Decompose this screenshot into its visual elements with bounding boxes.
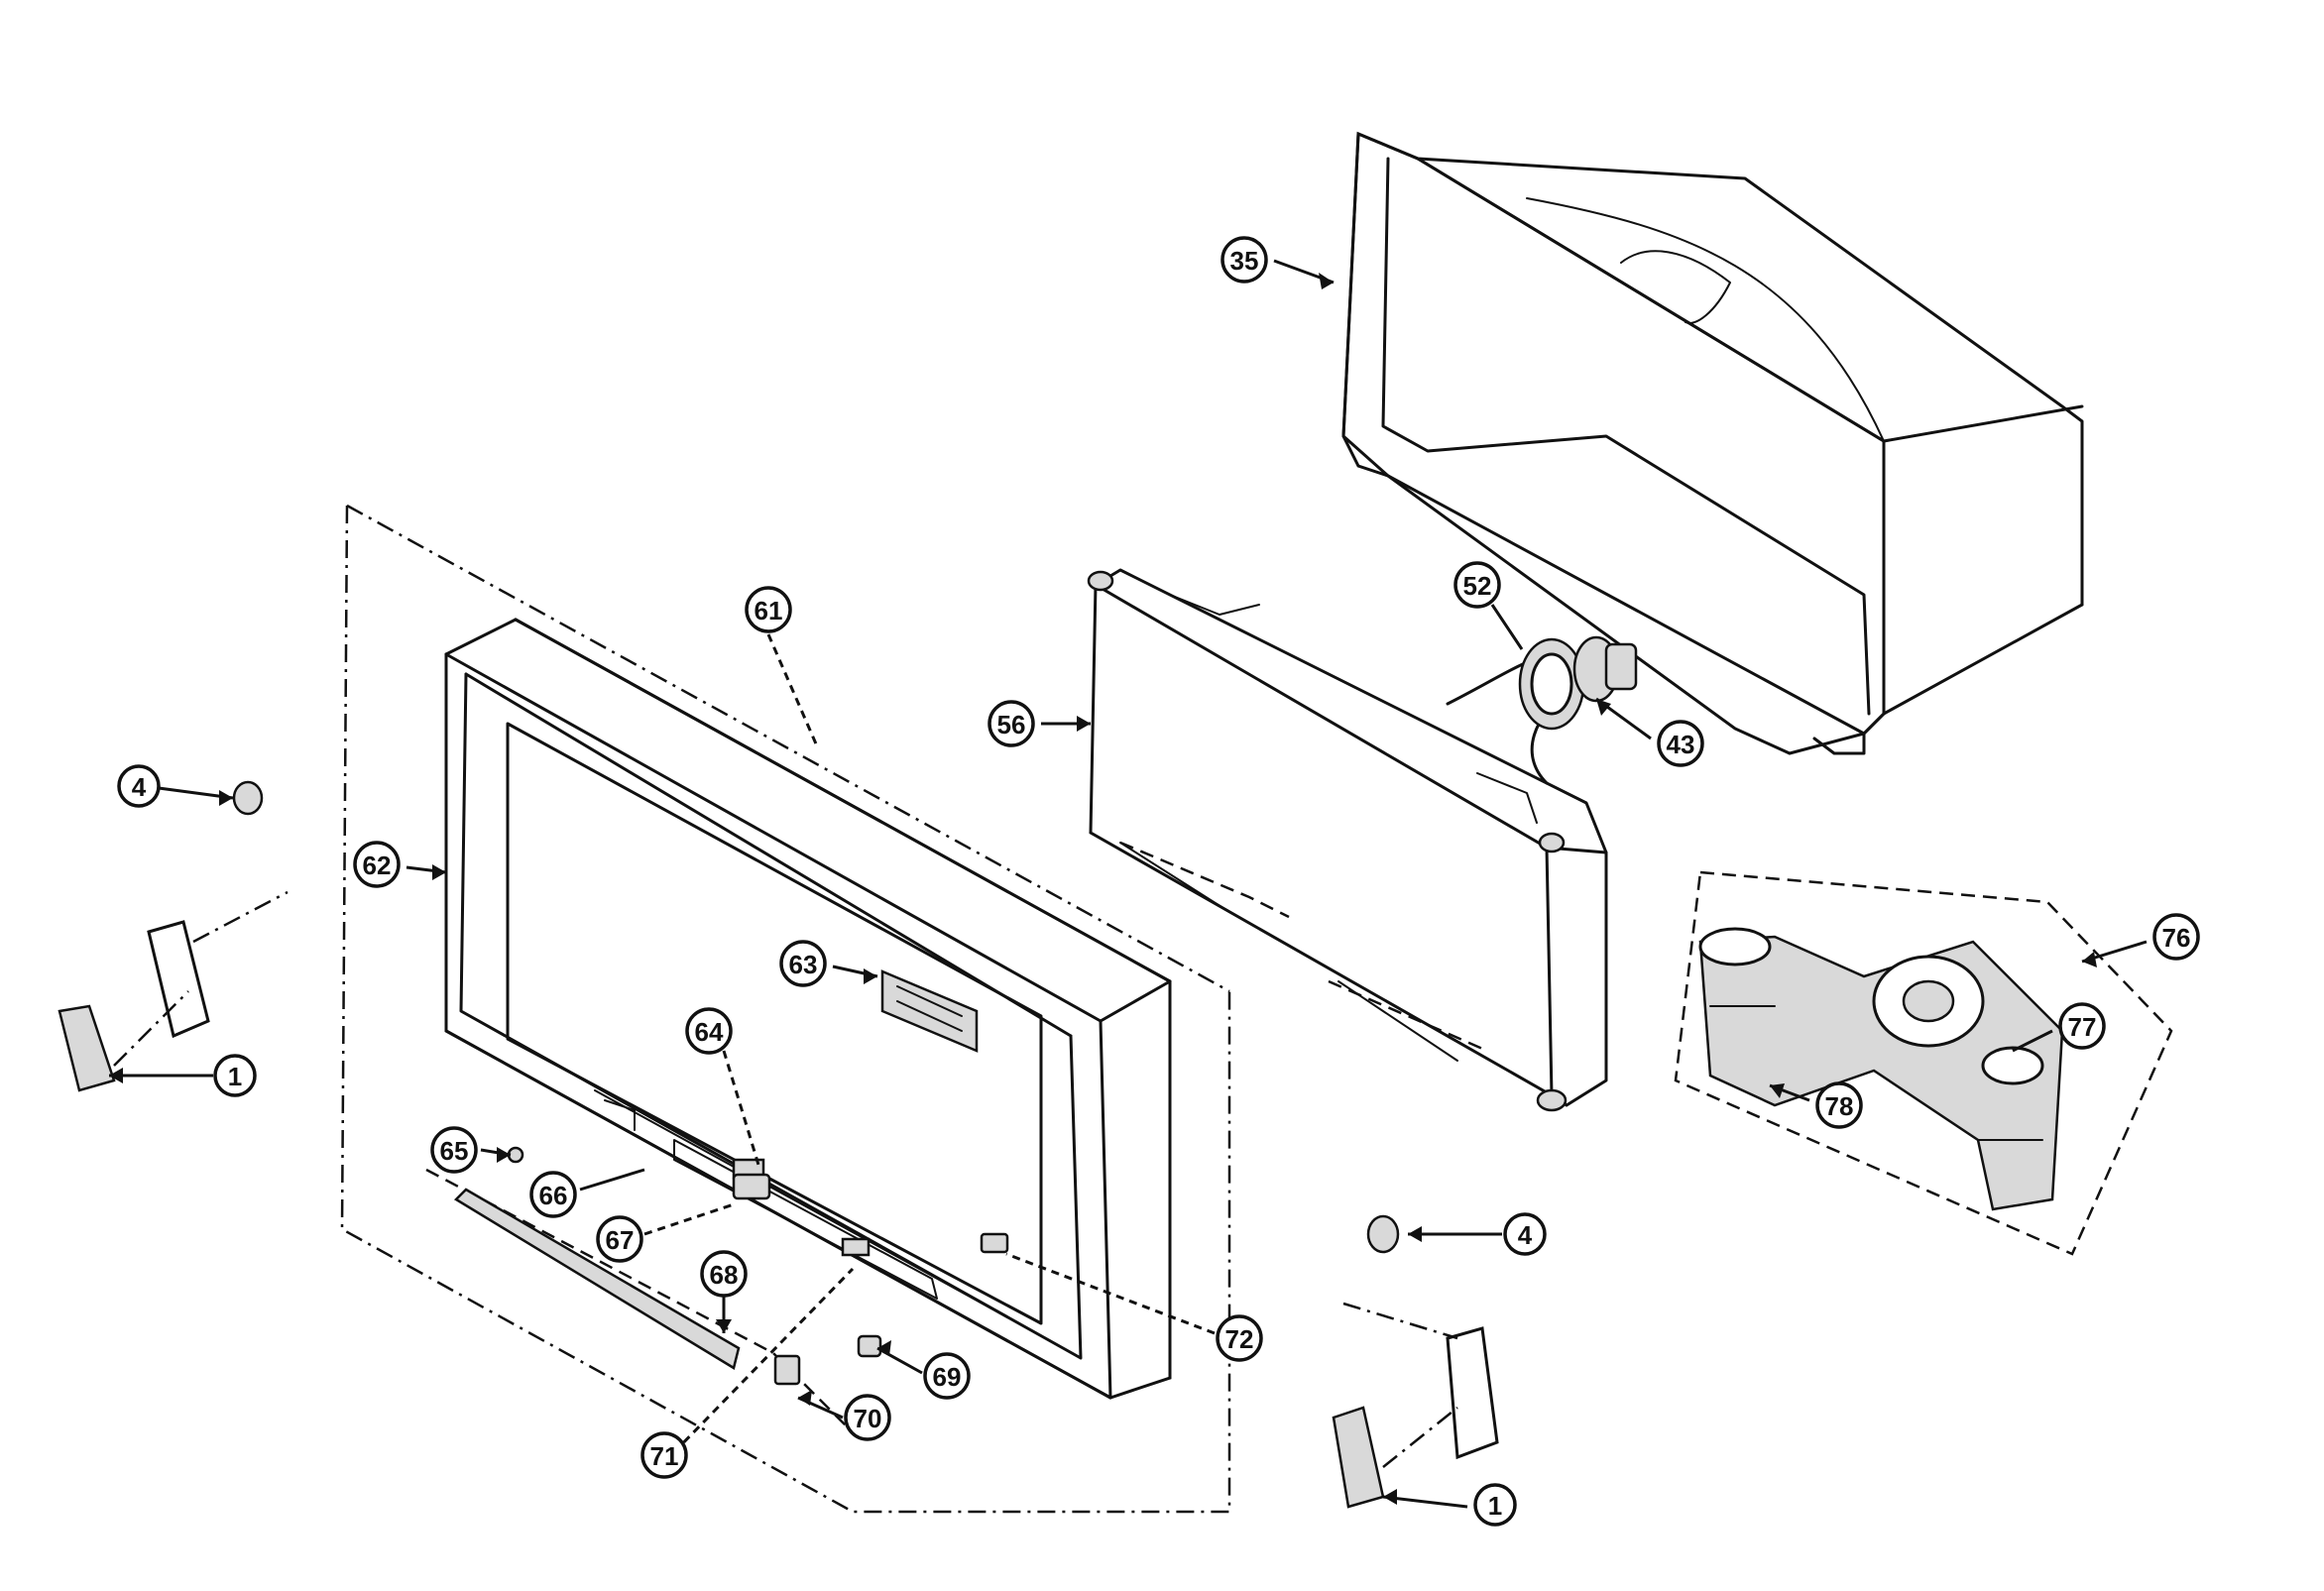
callout-76-label: 76 <box>2162 923 2191 953</box>
callout-66-label: 66 <box>539 1181 568 1210</box>
callout-66: 66 <box>529 1171 577 1218</box>
leader-arrowheads <box>109 273 2097 1505</box>
callout-1-left-label: 1 <box>228 1062 242 1091</box>
mirror-panel-part-56 <box>1087 568 1608 1112</box>
callout-61: 61 <box>745 586 792 633</box>
lens-assembly-part-52-43 <box>1518 635 1638 731</box>
callout-62: 62 <box>353 841 401 888</box>
callout-67-label: 67 <box>606 1225 635 1255</box>
trim-strip-part-68 <box>453 1188 741 1370</box>
front-cabinet-part-62 <box>444 618 1172 1400</box>
callout-65: 65 <box>430 1126 478 1174</box>
callout-4-right-label: 4 <box>1518 1220 1533 1250</box>
bracket-left-part-1-4 <box>58 780 289 1092</box>
rear-cabinet-part-35 <box>1341 131 2084 755</box>
callout-1-right: 1 <box>1473 1483 1517 1527</box>
assembly-outline-bottom <box>425 1168 849 1428</box>
callout-64-label: 64 <box>695 1017 724 1047</box>
callout-56-label: 56 <box>997 710 1026 739</box>
callout-4-left-label: 4 <box>132 772 147 802</box>
callout-72: 72 <box>1216 1314 1263 1362</box>
callout-63-label: 63 <box>789 950 818 979</box>
callout-56: 56 <box>988 700 1035 747</box>
callout-69-label: 69 <box>933 1362 962 1392</box>
callout-67: 67 <box>596 1215 643 1263</box>
callout-61-label: 61 <box>755 596 783 625</box>
callout-69: 69 <box>923 1352 971 1400</box>
callout-77-label: 77 <box>2068 1012 2097 1042</box>
bracket-right-part-1-4 <box>1332 1214 1499 1509</box>
callout-78-label: 78 <box>1825 1091 1854 1121</box>
callout-35: 35 <box>1220 236 1268 284</box>
callout-1-left: 1 <box>213 1054 257 1097</box>
callout-71-label: 71 <box>650 1441 679 1471</box>
callout-63: 63 <box>779 940 827 987</box>
speaker-assembly-part-76 <box>1674 870 2173 1256</box>
callout-52-label: 52 <box>1463 571 1492 601</box>
callout-43-label: 43 <box>1667 730 1695 759</box>
callout-35-label: 35 <box>1230 246 1259 276</box>
callout-65-label: 65 <box>440 1136 469 1166</box>
callout-76: 76 <box>2152 913 2200 961</box>
callout-68: 68 <box>700 1250 748 1298</box>
callout-64: 64 <box>685 1007 733 1055</box>
callout-68-label: 68 <box>710 1260 739 1290</box>
callout-70-label: 70 <box>854 1404 882 1433</box>
callout-62-label: 62 <box>363 851 392 880</box>
callout-78: 78 <box>1815 1081 1863 1129</box>
callout-4-right: 4 <box>1503 1212 1547 1256</box>
callout-52: 52 <box>1453 561 1501 609</box>
callout-70: 70 <box>844 1394 891 1441</box>
callout-1-right-label: 1 <box>1488 1491 1502 1521</box>
callout-72-label: 72 <box>1225 1324 1254 1354</box>
callout-43: 43 <box>1657 720 1704 767</box>
callout-4-left: 4 <box>117 764 161 808</box>
callout-71: 71 <box>640 1431 688 1479</box>
small-parts-64-72 <box>507 1146 1009 1386</box>
callout-77: 77 <box>2058 1002 2106 1050</box>
